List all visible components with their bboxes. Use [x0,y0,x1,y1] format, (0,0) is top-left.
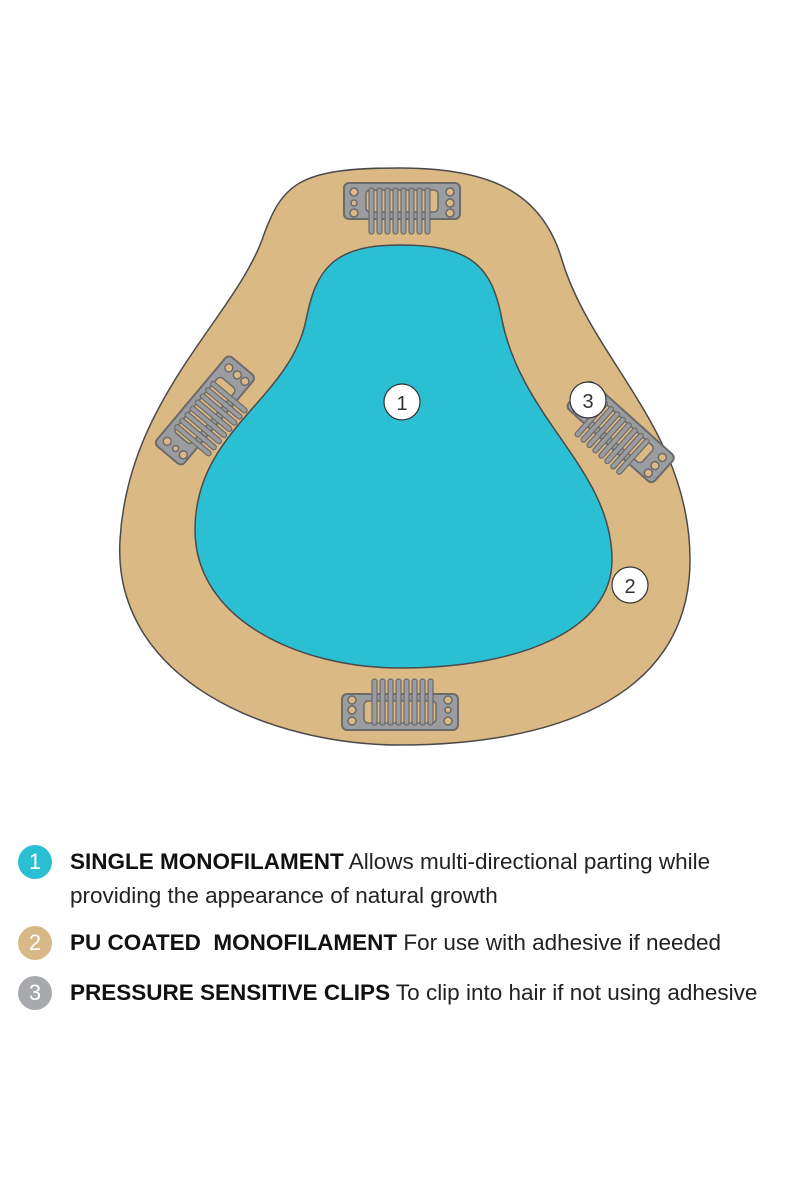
single-monofilament-area [194,244,613,669]
legend-title: SINGLE MONOFILAMENT [70,849,344,874]
legend-text: PU COATED MONOFILAMENT For use with adhe… [70,926,790,960]
marker-2: 2 [611,566,649,604]
svg-text:3: 3 [582,391,593,413]
legend-item-pu-coated: 2 PU COATED MONOFILAMENT For use with ad… [18,926,790,960]
svg-text:1: 1 [396,393,407,415]
legend-description: Allows multi-directional parting while p… [70,849,711,908]
legend-number-badge: 1 [18,845,52,879]
marker-3: 3 [569,381,607,419]
legend-number-badge: 3 [18,976,52,1010]
svg-text:2: 2 [624,576,635,598]
legend-description: For use with adhesive if needed [397,930,722,955]
legend-item-clips: 3 PRESSURE SENSITIVE CLIPS To clip into … [18,976,790,1010]
legend-text: SINGLE MONOFILAMENT Allows multi-directi… [70,845,790,913]
legend-description: To clip into hair if not using adhesive [390,980,758,1005]
legend-title: PU COATED MONOFILAMENT [70,930,398,955]
marker-1: 1 [383,383,421,421]
legend-text: PRESSURE SENSITIVE CLIPS To clip into ha… [70,976,790,1010]
legend-number-badge: 2 [18,926,52,960]
legend-title: PRESSURE SENSITIVE CLIPS [70,980,391,1005]
hair-piece-diagram: 1 2 3 [119,167,691,746]
legend-item-single-monofilament: 1 SINGLE MONOFILAMENT Allows multi-direc… [18,845,790,913]
